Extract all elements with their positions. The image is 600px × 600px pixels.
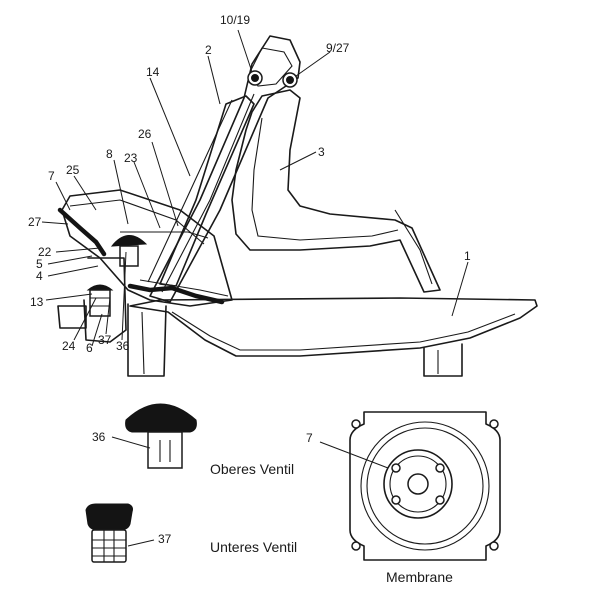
callout-23: 23	[124, 151, 138, 165]
callout-25: 25	[66, 163, 80, 177]
membrane-caption: Membrane	[386, 569, 453, 585]
upper-valve-assembly	[110, 235, 148, 267]
lower-valve-caption: Unteres Ventil	[210, 539, 297, 555]
callout-7: 7	[48, 169, 55, 183]
membrane-detail: 7 Membrane	[306, 411, 501, 585]
callout-22: 22	[38, 245, 52, 259]
callout-36: 36	[116, 339, 130, 353]
callout-3: 3	[318, 145, 325, 159]
callout-labels: 10/19 9/27 2 14 3 26 8 23 7 25 27 22 5 4…	[28, 13, 471, 355]
callout-9-27: 9/27	[326, 41, 350, 55]
callout-4: 4	[36, 269, 43, 283]
pivot-pin-right	[282, 72, 298, 88]
pump-housing	[61, 189, 233, 307]
callout-6: 6	[86, 341, 93, 355]
callout-37: 37	[98, 333, 112, 347]
detail-callout-7: 7	[306, 431, 313, 445]
lower-valve-assembly	[86, 284, 114, 317]
callout-10-19: 10/19	[220, 13, 250, 27]
detail-callout-36: 36	[92, 430, 106, 444]
lever-arm	[147, 35, 301, 303]
callout-26: 26	[138, 127, 152, 141]
upper-valve-caption: Oberes Ventil	[210, 461, 294, 477]
leader-lines	[41, 29, 469, 347]
callout-24: 24	[62, 339, 76, 353]
callout-5: 5	[36, 257, 43, 271]
callout-8: 8	[106, 147, 113, 161]
callout-13: 13	[30, 295, 44, 309]
upper-valve-detail: 36 Oberes Ventil	[92, 403, 294, 477]
pump-frame	[231, 89, 441, 293]
callout-14: 14	[146, 65, 160, 79]
detail-callout-37: 37	[158, 532, 172, 546]
callout-2: 2	[205, 43, 212, 57]
callout-1: 1	[464, 249, 471, 263]
base-tray	[127, 297, 538, 377]
valve-body	[57, 257, 127, 343]
callout-27: 27	[28, 215, 42, 229]
pivot-pin-left	[247, 70, 263, 86]
lower-valve-detail: 37 Unteres Ventil	[85, 503, 297, 563]
